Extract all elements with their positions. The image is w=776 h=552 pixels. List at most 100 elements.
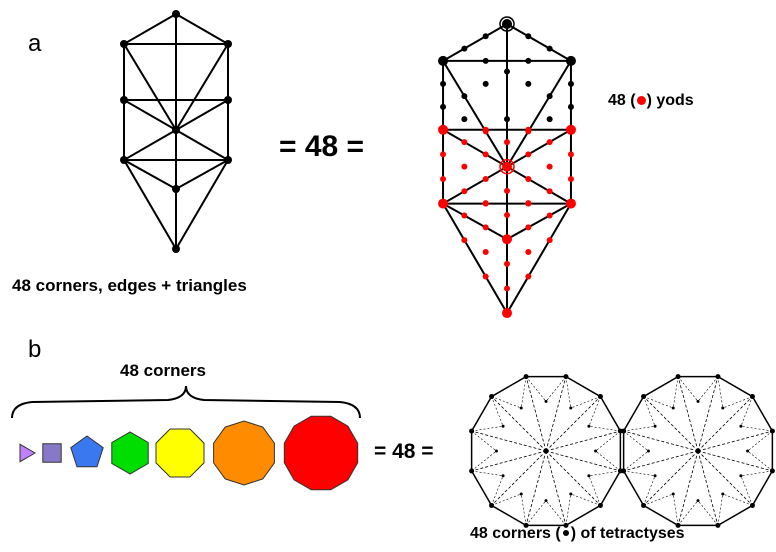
dodecagon-pair xyxy=(469,374,775,528)
tetractys-line xyxy=(491,493,522,506)
spoke xyxy=(623,450,699,472)
red-yod xyxy=(525,224,532,231)
tetractys-line xyxy=(717,493,724,526)
red-yod xyxy=(461,139,468,146)
tree-edge xyxy=(506,202,572,241)
corner-dot xyxy=(671,406,675,410)
tree-edge xyxy=(442,128,508,168)
tetractys-line xyxy=(643,475,656,506)
tetractys-line xyxy=(588,475,601,506)
corner-dot xyxy=(721,406,725,410)
red-yod xyxy=(567,175,574,182)
triangle-shape xyxy=(19,443,36,463)
tree-edge xyxy=(123,99,177,131)
tree-edge xyxy=(123,159,177,250)
square-shape xyxy=(42,443,62,463)
red-yod xyxy=(502,308,512,319)
corner-dot xyxy=(501,474,505,478)
red-yod xyxy=(546,237,553,244)
pentagon-shape xyxy=(70,435,104,468)
tetractys-line xyxy=(643,493,674,506)
spoke xyxy=(697,396,753,452)
tetractys-line xyxy=(588,470,621,477)
corner-dot xyxy=(653,424,657,428)
red-yod xyxy=(482,151,489,158)
tree-node xyxy=(224,156,232,164)
red-yod xyxy=(504,187,510,194)
tetractys-line xyxy=(722,493,753,506)
tree-edge xyxy=(175,99,229,131)
spoke xyxy=(471,450,547,472)
tree-edge xyxy=(175,159,229,190)
tetractys-line xyxy=(595,430,621,452)
tree-edge xyxy=(123,159,177,190)
spoke xyxy=(545,396,601,452)
black-yod xyxy=(502,19,512,29)
tree-edge xyxy=(175,159,229,250)
black-yod xyxy=(525,33,532,40)
red-yod xyxy=(525,126,532,133)
tetractys-line xyxy=(623,450,649,472)
tetractys-line xyxy=(672,376,679,409)
tetractys-line xyxy=(740,396,753,427)
black-yod xyxy=(546,93,553,100)
black-yod xyxy=(440,103,447,110)
tetractys-line xyxy=(672,493,679,526)
corner-dot xyxy=(469,468,475,474)
tetractys-line xyxy=(545,376,567,402)
tetractys-line xyxy=(740,425,773,432)
spoke xyxy=(677,450,699,526)
spoke xyxy=(697,430,773,452)
tetractys-line xyxy=(545,500,567,526)
tetractys-line xyxy=(520,376,527,409)
dodecagon-2 xyxy=(621,374,775,528)
tree-node xyxy=(172,10,180,18)
corner-dot xyxy=(544,399,548,403)
red-yod-icon xyxy=(636,96,646,105)
tree-edge xyxy=(123,43,177,131)
red-yod xyxy=(525,200,532,207)
corner-dot xyxy=(494,449,498,453)
tetractys-line xyxy=(623,425,656,432)
tree-edge xyxy=(506,23,572,62)
black-yod xyxy=(482,57,489,64)
brace-path xyxy=(11,385,361,419)
tetractys-line xyxy=(740,470,773,477)
corner-dot xyxy=(587,424,591,428)
tree-edge xyxy=(506,165,572,205)
corner-dot xyxy=(569,492,573,496)
tetractys-line xyxy=(595,450,621,472)
yods-legend-prefix: 48 ( xyxy=(608,92,636,109)
corner-dot xyxy=(646,449,650,453)
octagon-shape xyxy=(155,428,205,478)
tetractys-line xyxy=(471,450,497,472)
tree-node xyxy=(120,156,128,164)
red-yod xyxy=(482,175,489,182)
corner-dot xyxy=(489,394,495,400)
ring-marker xyxy=(499,16,515,32)
tree-node xyxy=(172,126,180,134)
spoke xyxy=(677,376,699,452)
corner-dot xyxy=(621,468,627,474)
spoke xyxy=(545,430,621,452)
tree-edge xyxy=(442,165,508,205)
corner-dot xyxy=(749,502,755,508)
red-yod xyxy=(461,163,468,170)
black-yod xyxy=(482,33,489,40)
red-yod xyxy=(504,139,510,146)
spoke xyxy=(545,376,567,452)
tree-node xyxy=(224,96,232,104)
tetractys-line xyxy=(623,470,656,477)
corner-dot xyxy=(519,406,523,410)
corner-dot xyxy=(696,499,700,503)
tetractys-line xyxy=(520,493,527,526)
tetractys-line xyxy=(588,425,621,432)
panel-b-caption-suffix: ) of tetractyses xyxy=(570,525,685,542)
tetractys-line xyxy=(747,450,773,472)
tree-edge xyxy=(175,13,229,45)
tree-edge xyxy=(506,60,572,168)
tetractys-line xyxy=(471,430,497,452)
red-yod xyxy=(482,200,489,207)
red-yod xyxy=(546,163,553,170)
